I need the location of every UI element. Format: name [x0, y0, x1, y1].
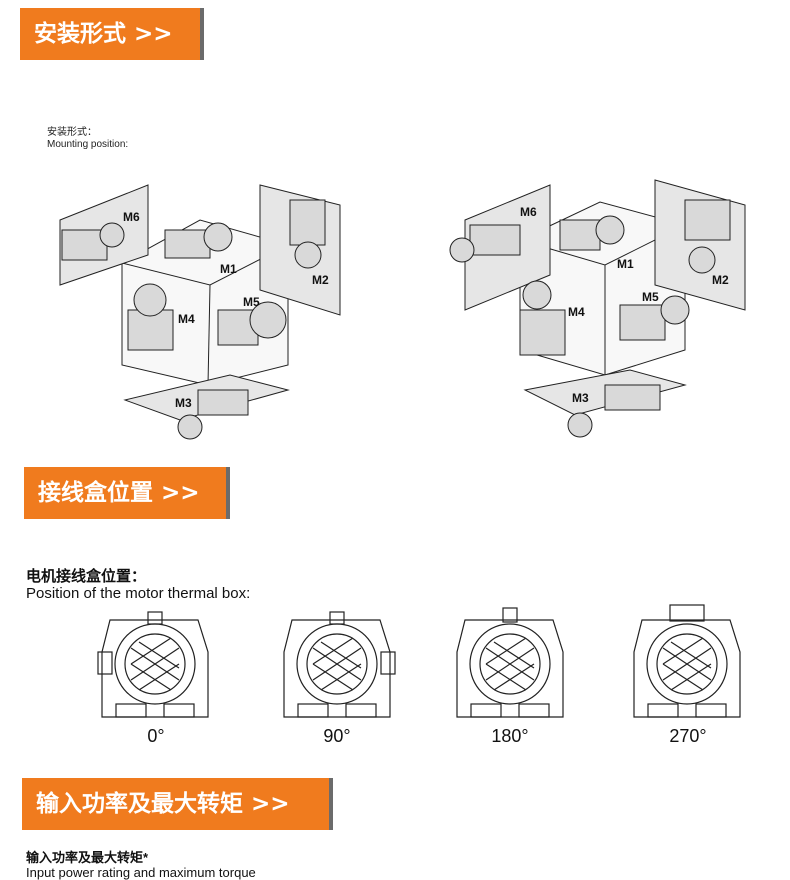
m6-label-right: M6 — [520, 205, 537, 219]
m5-label-right: M5 — [642, 290, 659, 304]
m1-label: M1 — [220, 262, 237, 276]
m3-label: M3 — [175, 396, 192, 410]
power-caption: 输入功率及最大转矩* Input power rating and maximu… — [26, 850, 256, 880]
power-caption-en: Input power rating and maximum torque — [26, 865, 256, 880]
thermal-box-0 — [97, 611, 209, 718]
thermal-box-270 — [633, 604, 741, 718]
section-header-mounting: 安装形式 >> — [20, 8, 204, 60]
thermal-box-caption: 电机接线盒位置： Position of the motor thermal b… — [26, 568, 250, 602]
section-header-thermal-box: 接线盒位置 >> — [24, 467, 230, 519]
mounting-caption-en: Mounting position: — [47, 139, 129, 150]
section-title: 安装形式 >> — [34, 21, 173, 47]
m6-label: M6 — [123, 210, 140, 224]
section-title: 输入功率及最大转矩 >> — [36, 791, 290, 817]
angle-label-0: 0° — [147, 726, 165, 746]
m2-label-right: M2 — [712, 273, 729, 287]
thermal-box-caption-zh: 电机接线盒位置： — [26, 568, 147, 585]
thermal-box-180 — [456, 607, 564, 718]
thermal-box-90 — [283, 611, 396, 718]
m1-label-right: M1 — [617, 257, 634, 271]
mounting-caption: 安装形式： Mounting position: — [47, 127, 128, 151]
mounting-diagram-right: M1 M2 M3 M4 M5 M6 — [449, 179, 746, 438]
angle-label-180: 180° — [491, 726, 529, 746]
angle-label-270: 270° — [669, 726, 707, 746]
power-caption-zh: 输入功率及最大转矩* — [26, 850, 149, 865]
section-title: 接线盒位置 >> — [38, 480, 200, 506]
angle-label-90: 90° — [323, 726, 351, 746]
m5-label: M5 — [243, 295, 260, 309]
mounting-caption-zh: 安装形式： — [47, 127, 97, 138]
mounting-diagram-left: M1 M2 M3 M4 M5 M6 — [59, 184, 341, 440]
section-header-power: 输入功率及最大转矩 >> — [22, 778, 333, 830]
thermal-box-caption-en: Position of the motor thermal box: — [26, 585, 251, 602]
m4-label: M4 — [178, 312, 195, 326]
m4-label-right: M4 — [568, 305, 585, 319]
m2-label: M2 — [312, 273, 329, 287]
m3-label-right: M3 — [572, 391, 589, 405]
